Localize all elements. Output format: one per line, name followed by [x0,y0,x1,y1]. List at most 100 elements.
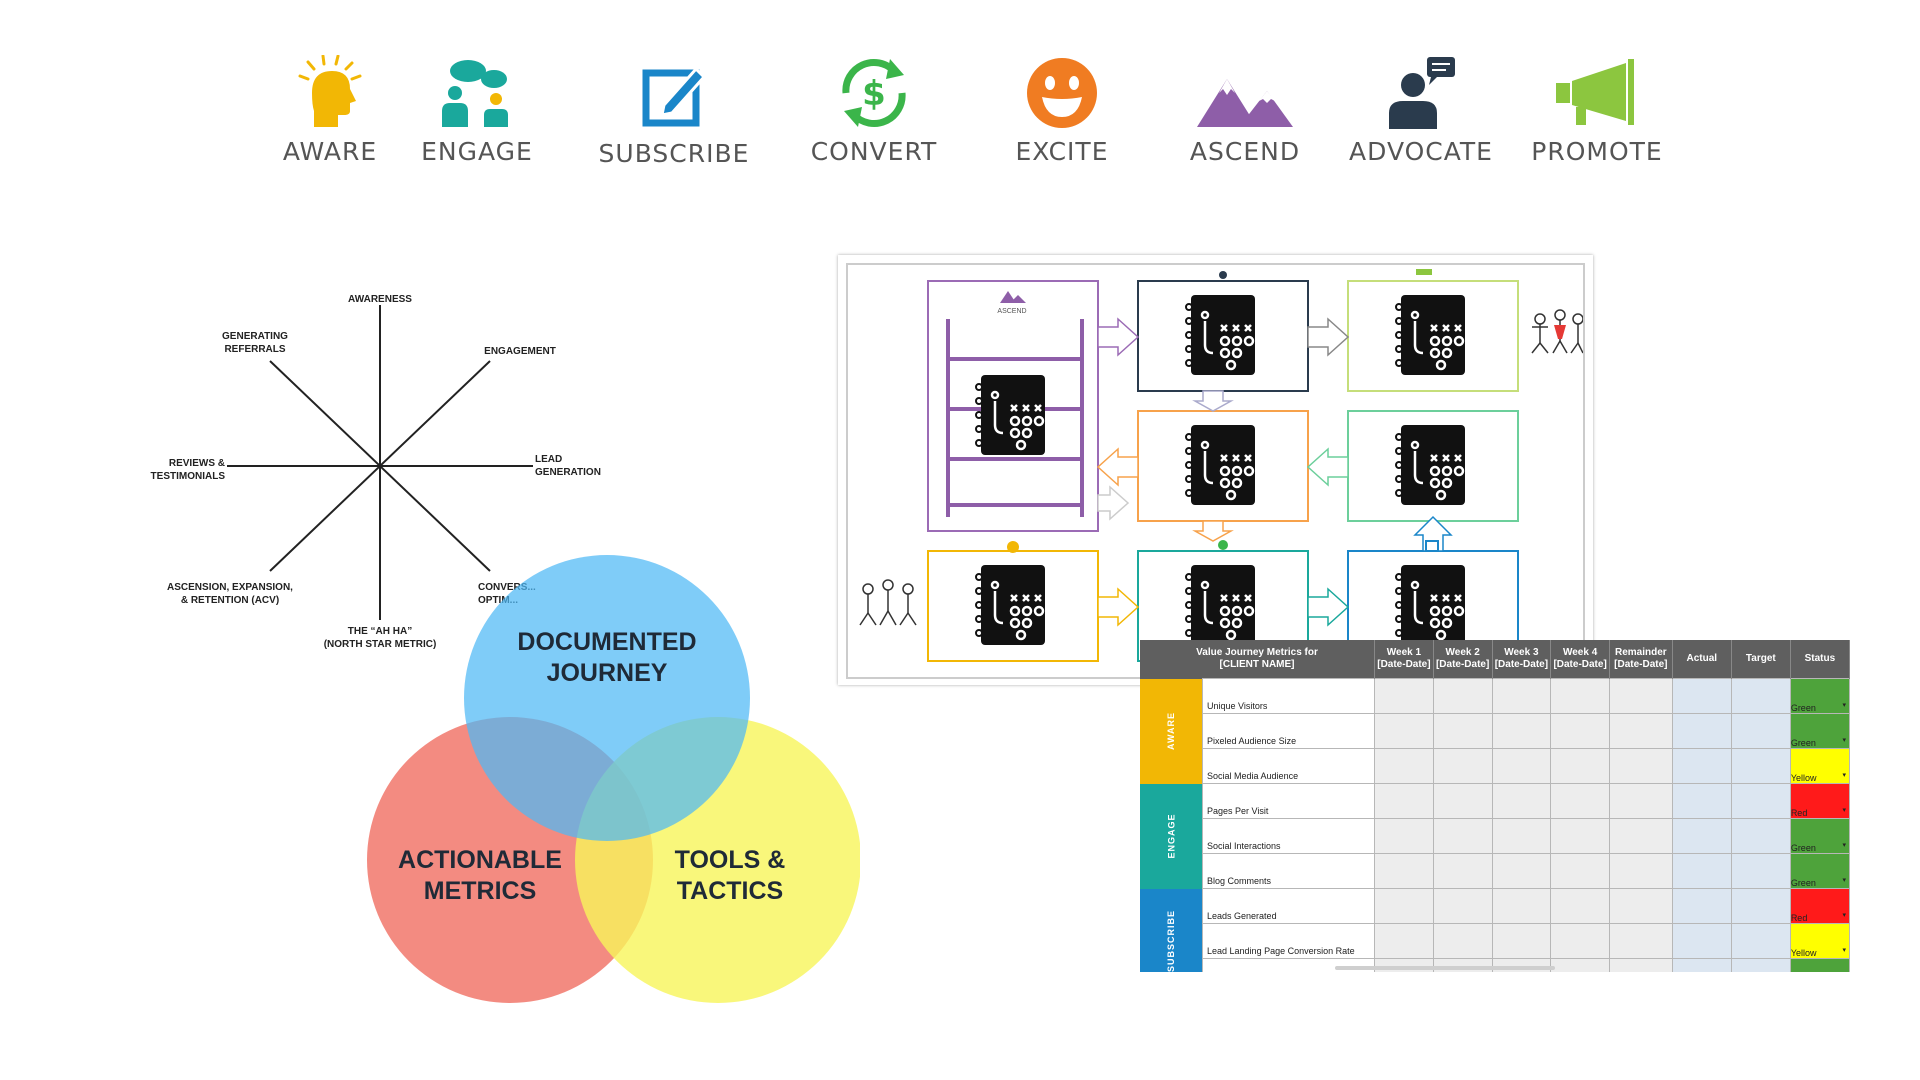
target-value-cell[interactable] [1730,818,1791,854]
metric-name-cell[interactable]: Unique Visitors [1202,678,1376,714]
week-value-cell[interactable] [1608,783,1673,819]
week-value-cell[interactable] [1491,748,1552,784]
stage-label: AWARE [282,137,378,166]
week-value-cell[interactable] [1374,713,1434,749]
week-value-cell[interactable] [1491,783,1552,819]
week-value-cell[interactable] [1432,818,1493,854]
metric-name-cell[interactable]: Cost Per Lead [1202,958,1376,972]
week-value-cell[interactable] [1550,748,1610,784]
metric-name-cell[interactable]: Leads Generated [1202,888,1376,924]
week-value-cell[interactable] [1374,888,1434,924]
stage-label: EXCITE [1015,137,1109,166]
dropdown-caret-icon[interactable]: ▾ [1842,877,1846,884]
week-value-cell[interactable] [1550,818,1610,854]
week-value-cell[interactable] [1608,958,1673,972]
week-value-cell[interactable] [1550,888,1610,924]
status-dropdown-cell[interactable]: Green▾ [1789,958,1850,972]
actual-value-cell[interactable] [1671,783,1732,819]
status-dropdown-cell[interactable]: Green▾ [1789,853,1850,889]
week-value-cell[interactable] [1374,853,1434,889]
week-value-cell[interactable] [1550,678,1610,714]
actual-value-cell[interactable] [1671,888,1732,924]
week-value-cell[interactable] [1432,783,1493,819]
week-value-cell[interactable] [1608,853,1673,889]
dropdown-caret-icon[interactable]: ▾ [1842,947,1846,954]
target-value-cell[interactable] [1730,678,1791,714]
metric-name-cell[interactable]: Lead Landing Page Conversion Rate [1202,923,1376,959]
horizontal-scrollbar[interactable] [1335,966,1555,970]
status-dropdown-cell[interactable]: Yellow▾ [1789,748,1850,784]
target-value-cell[interactable] [1730,853,1791,889]
dropdown-caret-icon[interactable]: ▾ [1842,772,1846,779]
wheel-label-engagement: ENGAGEMENT [484,346,556,357]
week-value-cell[interactable] [1550,783,1610,819]
target-value-cell[interactable] [1730,783,1791,819]
week-value-cell[interactable] [1608,923,1673,959]
status-dropdown-cell[interactable]: Yellow▾ [1789,923,1850,959]
week-value-cell[interactable] [1374,748,1434,784]
metric-name-cell[interactable]: Blog Comments [1202,853,1376,889]
week-value-cell[interactable] [1374,818,1434,854]
stage-group-label: ENGAGE [1166,813,1177,859]
wheel-label-referrals: GENERATING REFERRALS [222,331,288,355]
target-value-cell[interactable] [1730,958,1791,972]
week-value-cell[interactable] [1608,678,1673,714]
dropdown-caret-icon[interactable]: ▾ [1842,737,1846,744]
metric-name-cell[interactable]: Pixeled Audience Size [1202,713,1376,749]
week-value-cell[interactable] [1432,713,1493,749]
status-dropdown-cell[interactable]: Green▾ [1789,818,1850,854]
status-value: Green [1790,703,1816,713]
target-value-cell[interactable] [1730,748,1791,784]
week-value-cell[interactable] [1550,958,1610,972]
week-value-cell[interactable] [1491,923,1552,959]
week-value-cell[interactable] [1432,853,1493,889]
stage-group-cell: AWARE [1140,678,1203,784]
edit-square-icon [642,66,707,127]
metric-name-cell[interactable]: Social Media Audience [1202,748,1376,784]
week-value-cell[interactable] [1432,678,1493,714]
week-value-cell[interactable] [1491,888,1552,924]
status-dropdown-cell[interactable]: Green▾ [1789,713,1850,749]
week-value-cell[interactable] [1550,713,1610,749]
week-value-cell[interactable] [1374,783,1434,819]
week-value-cell[interactable] [1608,713,1673,749]
week-value-cell[interactable] [1374,923,1434,959]
dropdown-caret-icon[interactable]: ▾ [1842,807,1846,814]
status-dropdown-cell[interactable]: Red▾ [1789,888,1850,924]
actual-value-cell[interactable] [1671,853,1732,889]
target-value-cell[interactable] [1730,923,1791,959]
week-value-cell[interactable] [1374,678,1434,714]
week-value-cell[interactable] [1432,748,1493,784]
actual-value-cell[interactable] [1671,958,1732,972]
week-value-cell[interactable] [1608,888,1673,924]
status-dropdown-cell[interactable]: Green ▾ [1789,678,1850,714]
header-actual: Actual [1672,640,1732,679]
metric-name-cell[interactable]: Social Interactions [1202,818,1376,854]
stage-convert: $ CONVERT [789,55,959,166]
actual-value-cell[interactable] [1671,923,1732,959]
week-value-cell[interactable] [1550,853,1610,889]
actual-value-cell[interactable] [1671,678,1732,714]
week-value-cell[interactable] [1432,888,1493,924]
actual-value-cell[interactable] [1671,748,1732,784]
stage-excite: EXCITE [977,55,1147,166]
actual-value-cell[interactable] [1671,713,1732,749]
smiley-face-icon [1027,58,1097,128]
week-value-cell[interactable] [1432,923,1493,959]
week-value-cell[interactable] [1491,853,1552,889]
target-value-cell[interactable] [1730,713,1791,749]
metric-name-cell[interactable]: Pages Per Visit [1202,783,1376,819]
actual-value-cell[interactable] [1671,818,1732,854]
dropdown-caret-icon[interactable]: ▾ [1842,702,1846,709]
week-value-cell[interactable] [1491,818,1552,854]
status-dropdown-cell[interactable]: Red▾ [1789,783,1850,819]
week-value-cell[interactable] [1491,678,1552,714]
week-value-cell[interactable] [1550,923,1610,959]
week-value-cell[interactable] [1608,748,1673,784]
header-week-4: Week 4 [Date-Date] [1550,640,1610,679]
dropdown-caret-icon[interactable]: ▾ [1842,912,1846,919]
week-value-cell[interactable] [1491,713,1552,749]
target-value-cell[interactable] [1730,888,1791,924]
dropdown-caret-icon[interactable]: ▾ [1842,842,1846,849]
week-value-cell[interactable] [1608,818,1673,854]
